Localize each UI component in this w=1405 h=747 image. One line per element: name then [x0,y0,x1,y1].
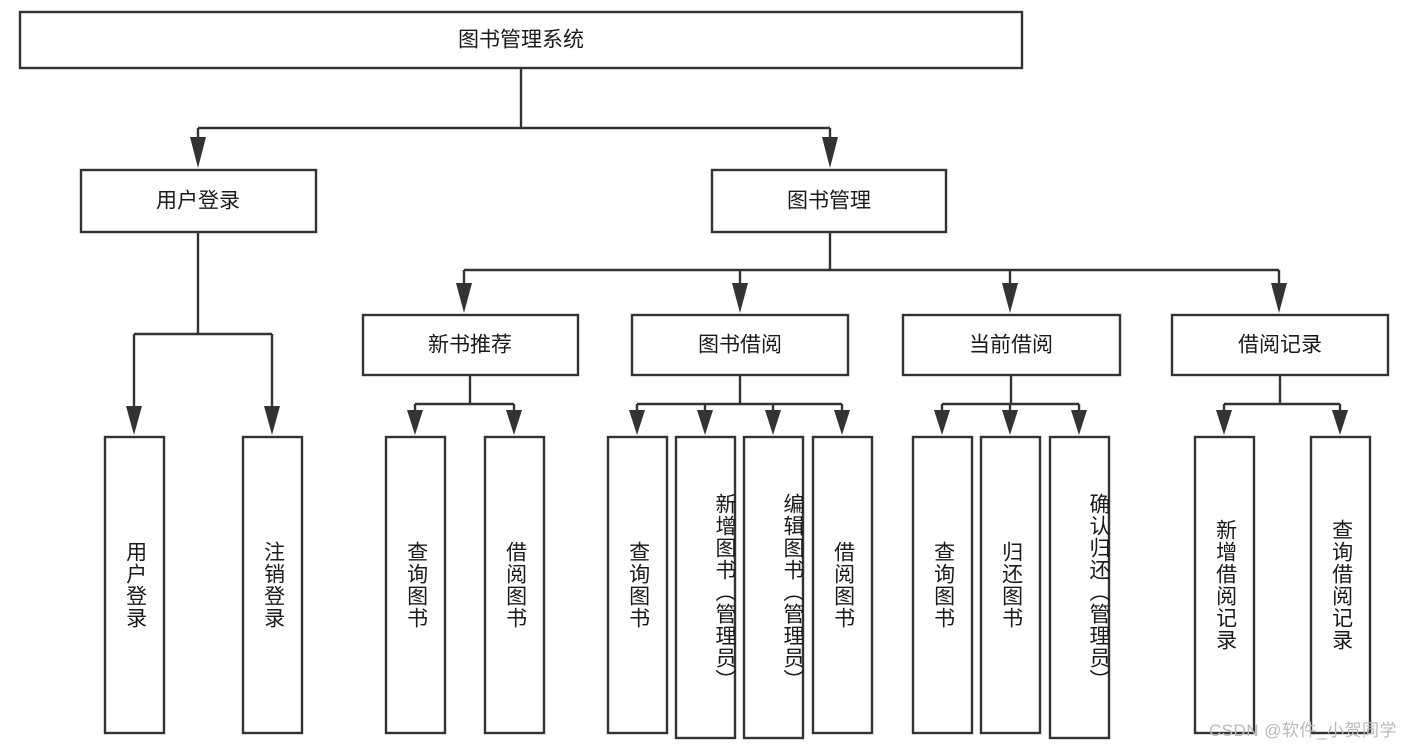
node-label-leaf-user-login: 用户登录 [123,541,147,629]
node-box-leaf-user-login[interactable] [103,435,166,735]
arrow-head-leaf-logout-login [264,406,280,435]
node-label-leaf-query-book-bor: 查询图书 [626,541,650,629]
arrow-head-user-login [190,137,206,168]
arrow-head-leaf-query-book-cur [934,410,950,435]
node-box-leaf-confirm-return-admin[interactable] [1048,435,1111,740]
arrow-head-leaf-query-book-rec [407,410,423,435]
connector-group-user-login [126,232,280,435]
connector-group-book-borrow [629,375,850,435]
node-label-leaf-query-book-cur: 查询图书 [931,541,955,629]
connector-group-current-borrow [934,375,1087,435]
arrow-head-leaf-add-borrow-record [1216,410,1232,435]
node-box-book-borrow[interactable] [630,313,850,377]
arrow-head-leaf-query-borrow-record [1332,410,1348,435]
node-box-leaf-query-book-rec[interactable] [384,435,447,735]
connector-group-book-management [456,232,1287,313]
arrow-head-new-book-recommend [456,283,472,313]
connector-group-borrow-record [1216,375,1348,435]
watermark-credit: CSDN @软件_小贺同学 [1208,721,1397,740]
node-label-book-management: 图书管理 [787,190,871,213]
arrow-head-leaf-return-book [1002,410,1018,435]
node-box-current-borrow[interactable] [901,313,1122,377]
node-label-borrow-record: 借阅记录 [1238,334,1322,357]
arrow-head-borrow-record [1271,283,1287,313]
node-label-book-borrow: 图书借阅 [698,334,782,357]
node-box-leaf-borrow-book-bor[interactable] [811,435,874,735]
node-box-leaf-return-book[interactable] [979,435,1042,735]
connector-group-new-book-recommend [407,375,522,435]
node-label-leaf-borrow-book-bor: 借阅图书 [831,541,855,629]
node-label-leaf-query-borrow-record: 查询借阅记录 [1329,519,1353,651]
arrow-head-leaf-query-book-bor [629,410,645,435]
connector-group-root [190,68,838,168]
node-box-leaf-edit-book-admin[interactable] [742,435,805,740]
arrow-head-leaf-add-book-admin [697,410,713,435]
arrow-head-leaf-confirm-return-admin [1071,410,1087,435]
node-label-leaf-add-borrow-record: 新增借阅记录 [1213,519,1237,651]
node-box-borrow-record[interactable] [1170,313,1390,377]
node-box-leaf-logout-login[interactable] [241,435,304,735]
node-box-leaf-add-book-admin[interactable] [674,435,737,740]
node-label-leaf-query-book-rec: 查询图书 [404,541,428,629]
arrow-head-leaf-edit-book-admin [765,410,781,435]
node-label-new-book-recommend: 新书推荐 [428,334,512,357]
node-label-current-borrow: 当前借阅 [969,334,1053,357]
node-label-leaf-borrow-book-rec: 借阅图书 [503,541,527,629]
node-label-leaf-return-book: 归还图书 [999,541,1023,629]
node-box-leaf-query-borrow-record[interactable] [1309,435,1372,735]
node-label-leaf-add-book-admin: 新增图书（管理员） [713,492,736,691]
node-label-leaf-logout-login: 注销登录 [261,541,285,629]
node-label-root-system: 图书管理系统 [458,29,584,52]
node-box-new-book-recommend[interactable] [361,313,580,377]
arrow-head-book-borrow [732,283,748,313]
arrow-head-current-borrow [1002,283,1018,313]
node-box-root-system[interactable] [18,10,1024,70]
node-box-leaf-query-book-cur[interactable] [911,435,974,735]
node-label-user-login: 用户登录 [156,190,240,213]
node-label-leaf-confirm-return-admin: 确认归还（管理员） [1087,492,1110,691]
arrow-head-leaf-borrow-book-bor [834,410,850,435]
node-box-leaf-query-book-bor[interactable] [606,435,669,735]
node-label-leaf-edit-book-admin: 编辑图书（管理员） [781,492,804,691]
node-box-user-login[interactable] [79,168,318,234]
node-box-leaf-add-borrow-record[interactable] [1193,435,1256,735]
arrow-head-leaf-user-login [126,406,142,435]
arrow-head-book-management [822,137,838,168]
node-box-book-management[interactable] [710,168,948,234]
node-box-leaf-borrow-book-rec[interactable] [483,435,546,735]
arrow-head-leaf-borrow-book-rec [506,410,522,435]
